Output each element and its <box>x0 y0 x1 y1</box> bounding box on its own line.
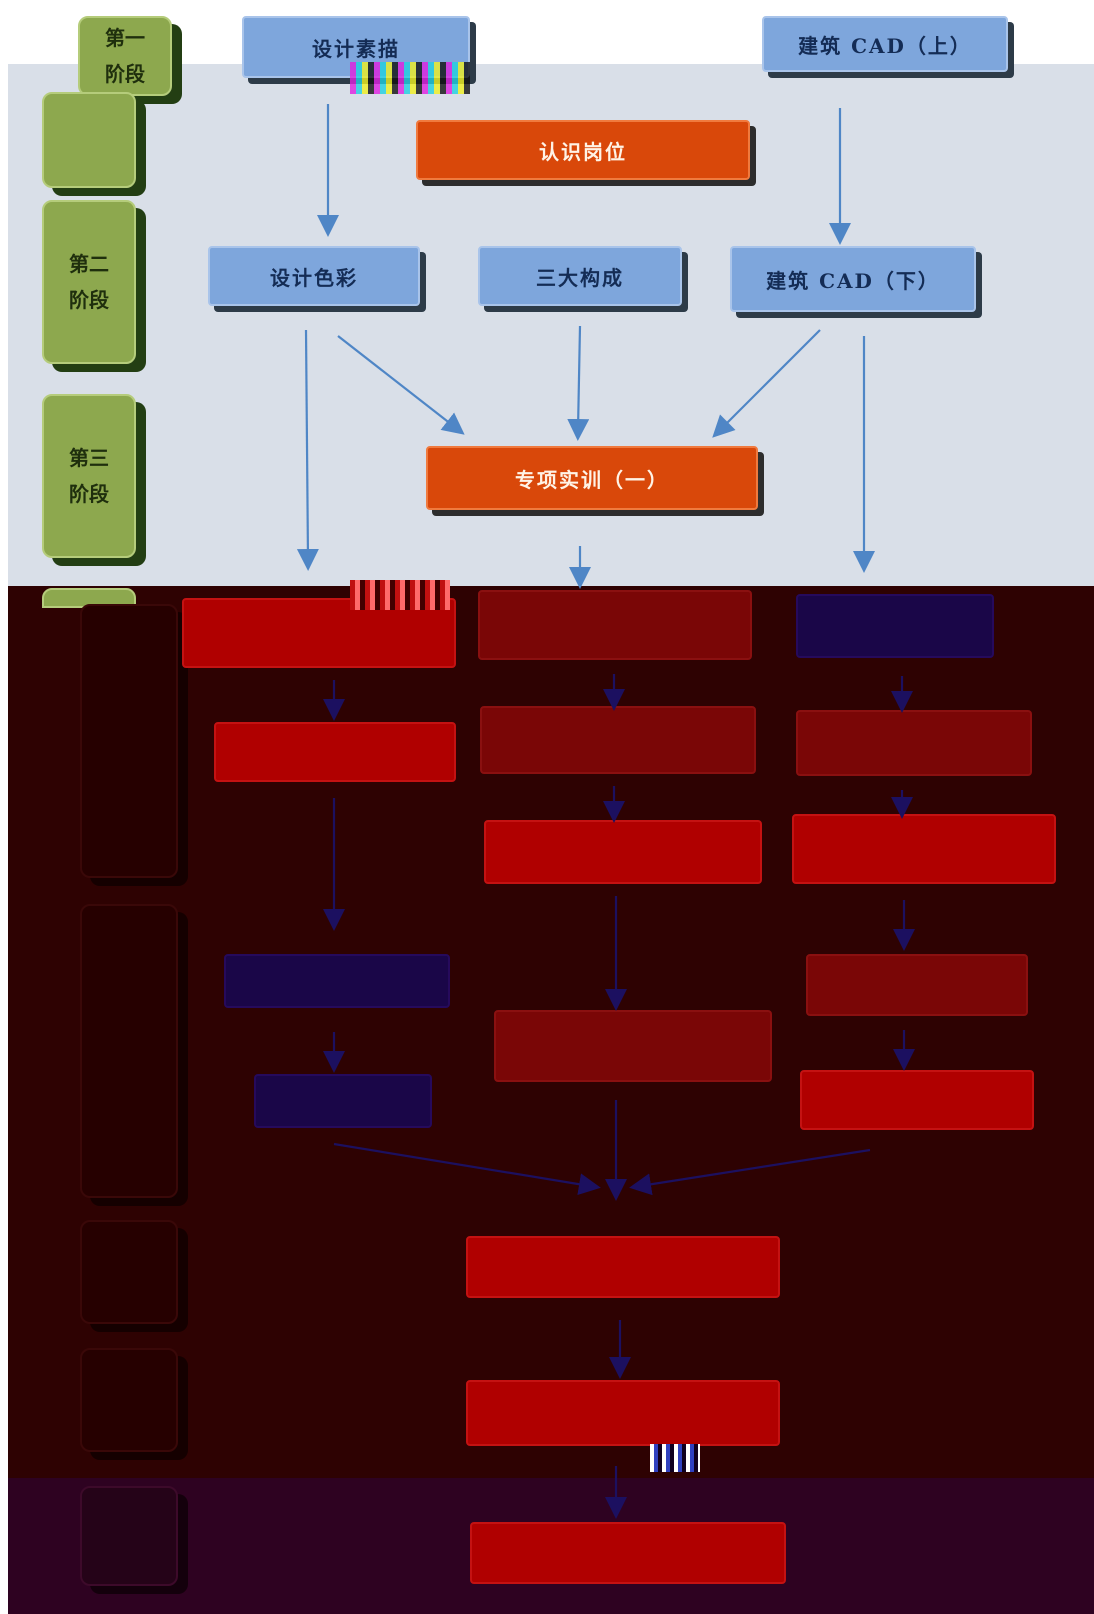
stage-4-block <box>80 604 178 878</box>
node-cad-upper: 建筑 CAD（上） <box>762 16 1008 72</box>
stage-3-label: 第三 阶段 <box>42 394 136 558</box>
arrow-composition-to-training <box>567 325 590 441</box>
stage-5-block <box>80 904 178 1198</box>
node-special-training-1: 专项实训（一） <box>426 446 758 510</box>
node-job-awareness: 认识岗位 <box>416 120 750 180</box>
stage-8-block <box>80 1486 178 1586</box>
node-corrupted-mid-5 <box>466 1236 780 1298</box>
stage-2-label: 第二 阶段 <box>42 200 136 364</box>
stage-7-block <box>80 1348 178 1452</box>
arrow-color-down <box>296 329 319 571</box>
glitch-artifact-top <box>350 62 470 94</box>
node-corrupted-right-5 <box>800 1070 1034 1130</box>
stage-6-block <box>80 1220 178 1324</box>
node-corrupted-left-3 <box>224 954 450 1008</box>
node-corrupted-mid-4 <box>494 1010 772 1082</box>
glitch-artifact-middle <box>350 580 450 610</box>
stage-1-extension <box>42 92 136 188</box>
node-corrupted-left-4 <box>254 1074 432 1128</box>
arrow-color-to-training <box>337 335 465 435</box>
node-design-color: 设计色彩 <box>208 246 420 306</box>
glitch-artifact-bottom <box>650 1444 700 1472</box>
node-corrupted-mid-7 <box>470 1522 786 1584</box>
node-corrupted-right-1 <box>796 594 994 658</box>
node-corrupted-right-3 <box>792 814 1056 884</box>
node-corrupted-mid-1 <box>478 590 752 660</box>
node-corrupted-right-2 <box>796 710 1032 776</box>
node-corrupted-left-2 <box>214 722 456 782</box>
node-cad-lower: 建筑 CAD（下） <box>730 246 976 312</box>
arrow-cadlow-to-training <box>712 329 821 438</box>
node-corrupted-mid-6 <box>466 1380 780 1446</box>
node-three-compositions: 三大构成 <box>478 246 682 306</box>
node-corrupted-right-4 <box>806 954 1028 1016</box>
